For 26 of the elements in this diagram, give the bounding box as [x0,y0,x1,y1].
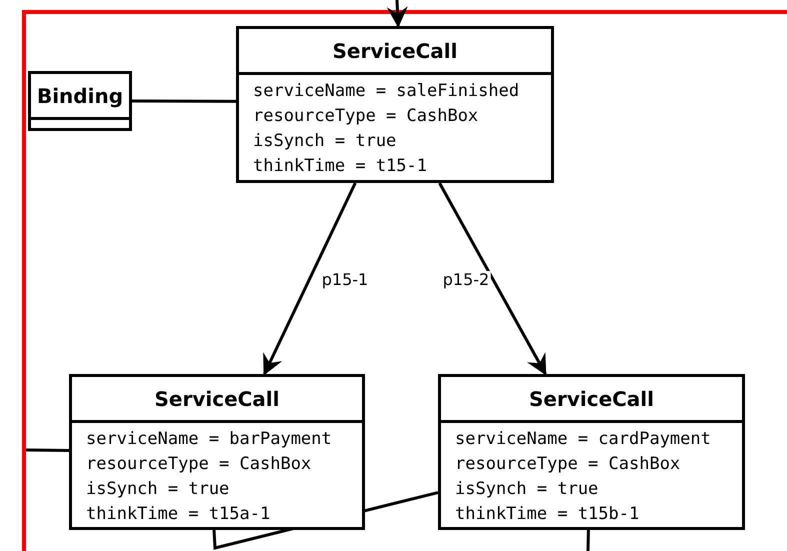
attribute-text: resourceType = CashBox [455,453,680,476]
attribute-text: serviceName = cardPayment [455,428,711,451]
arrow [386,0,408,28]
attribute-text: thinkTime = t15a-1 [86,503,270,526]
attribute-text: serviceName = saleFinished [253,80,520,103]
attribute-text: isSynch = true [86,478,230,501]
class-box [438,374,745,530]
class-box [69,374,365,530]
attribute-text: thinkTime = t15-1 [253,155,427,178]
attribute-text: resourceType = CashBox [253,105,478,128]
attribute-text: thinkTime = t15b-1 [455,503,640,526]
class-box [28,71,132,131]
arrow [263,182,357,376]
class-box [236,26,554,183]
connector-line [26,448,70,452]
attribute-text: serviceName = barPayment [86,428,332,451]
attribute-text: isSynch = true [455,478,598,501]
class-name: ServiceCall [331,40,459,60]
connector-line [586,530,590,551]
class-name: ServiceCall [528,388,656,408]
class-name: ServiceCall [153,388,281,408]
class-name: Binding [36,86,124,106]
arrow [438,182,547,376]
attribute-text: resourceType = CashBox [86,453,312,476]
attribute-text: isSynch = true [253,130,396,153]
connector-line [132,100,236,103]
